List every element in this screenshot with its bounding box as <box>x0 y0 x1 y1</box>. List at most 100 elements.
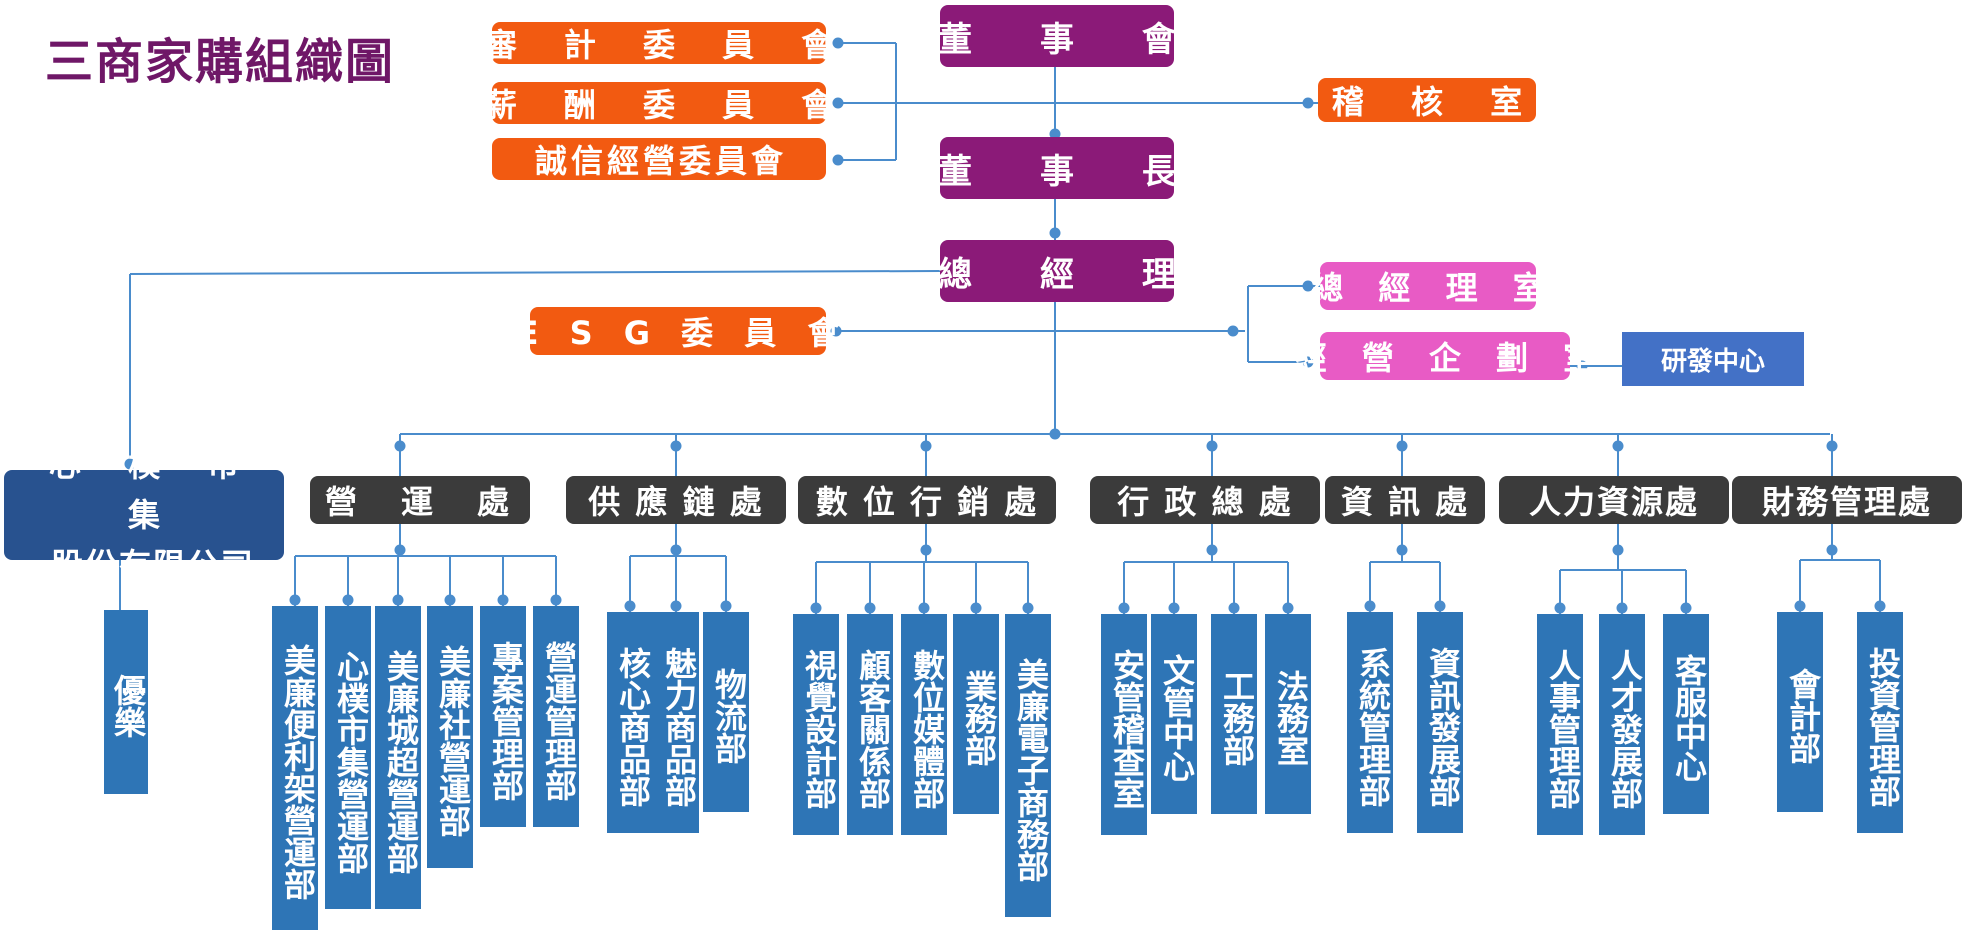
connector-dot <box>670 440 682 452</box>
connector-dot <box>1396 440 1408 452</box>
unit-box: 數位媒體部 <box>901 614 947 835</box>
connector-dot <box>289 594 301 606</box>
connector-dot <box>1794 600 1806 612</box>
connector-dot <box>124 458 136 470</box>
connector-dot <box>444 594 456 606</box>
connector-dot <box>497 594 509 606</box>
connector-dot <box>394 440 406 452</box>
unit-box: 美廉城超營運部 <box>375 606 421 909</box>
board-box: 董 事 會 <box>938 5 1176 67</box>
connector-dot <box>1434 600 1446 612</box>
connector-dot <box>830 325 842 337</box>
connector-dot <box>670 544 682 556</box>
connector-dot <box>918 602 930 614</box>
division-box: 資 訊 處 <box>1325 476 1485 524</box>
connector-dot <box>392 594 404 606</box>
connector-dot <box>1364 600 1376 612</box>
esg-committee-box: E S G 委 員 會 <box>517 307 839 355</box>
unit-box: 顧客關係部 <box>847 614 893 835</box>
division-box: 營 運 處 <box>310 476 530 524</box>
unit-box: 美廉電子商務部 <box>1005 614 1051 917</box>
connector-dot <box>1612 544 1624 556</box>
unit-box: 客服中心 <box>1663 614 1709 814</box>
connector-dot <box>1228 602 1240 614</box>
unit-box: 系統管理部 <box>1347 612 1393 833</box>
connector-dot <box>1206 544 1218 556</box>
subsidiary-name-line1: 心 樸 市 集 <box>48 446 258 534</box>
connector-dot <box>624 600 636 612</box>
connector-dot <box>1302 97 1314 109</box>
division-box: 數 位 行 銷 處 <box>798 476 1056 524</box>
connector-dot <box>670 600 682 612</box>
division-box: 人力資源處 <box>1499 476 1729 524</box>
unit-box: 法務室 <box>1265 614 1311 814</box>
audit-office-box: 稽 核 室 <box>1318 78 1536 122</box>
unit-box: 營運管理部 <box>533 606 579 827</box>
connector-dot <box>920 440 932 452</box>
unit-box: 文管中心 <box>1151 614 1197 814</box>
unit-box: 工務部 <box>1211 614 1257 814</box>
connector-dot <box>810 602 822 614</box>
rd-center-box: 研發中心 <box>1622 332 1804 386</box>
unit-box: 核心商品部 <box>607 612 653 833</box>
division-box: 供 應 鏈 處 <box>566 476 786 524</box>
chart-title: 三商家購組織圖 <box>45 34 396 90</box>
connector-dot <box>394 544 406 556</box>
chairman-box: 董 事 長 <box>938 137 1176 199</box>
connector-dot <box>1118 602 1130 614</box>
connector-dot <box>550 594 562 606</box>
connector-dot <box>1227 325 1239 337</box>
connector-dot <box>1302 280 1314 292</box>
connector-dot <box>1616 602 1628 614</box>
connector-dot <box>1168 602 1180 614</box>
connector-dot <box>1826 440 1838 452</box>
connector-dot <box>1826 544 1838 556</box>
connector-line <box>129 270 941 275</box>
unit-box: 視覺設計部 <box>793 614 839 835</box>
connector-dot <box>920 544 932 556</box>
gm-box: 總 經 理 <box>938 240 1176 302</box>
connector-dot <box>832 37 844 49</box>
unit-box: 魅力商品部 <box>653 612 699 833</box>
unit-box: 人才發展部 <box>1599 614 1645 835</box>
unit-box: 資訊發展部 <box>1417 612 1463 833</box>
planning-office-box: 經 營 企 劃 室 <box>1295 332 1595 380</box>
audit-committee-box: 審 計 委 員 會 <box>485 22 833 64</box>
unit-box: 美廉便利架營運部 <box>272 606 318 930</box>
unit-box: 投資管理部 <box>1857 612 1903 833</box>
connector-dot <box>864 602 876 614</box>
unit-box: 人事管理部 <box>1537 614 1583 835</box>
connector-dot <box>1554 602 1566 614</box>
connector-dot <box>1396 544 1408 556</box>
gm-office-box: 總 經 理 室 <box>1311 262 1545 310</box>
integrity-committee-box: 誠信經營委員會 <box>492 138 826 180</box>
connector-dot <box>1302 356 1314 368</box>
connector-dot <box>1022 602 1034 614</box>
connector-dot <box>1049 128 1061 140</box>
unit-box: 業務部 <box>953 614 999 814</box>
connector-dot <box>832 97 844 109</box>
connector-dot <box>832 154 844 166</box>
unit-box: 心樸市集營運部 <box>325 606 371 909</box>
connector-dot <box>1282 602 1294 614</box>
division-box: 行 政 總 處 <box>1090 476 1320 524</box>
connector-dot <box>1206 440 1218 452</box>
connector-dot <box>1612 440 1624 452</box>
connector-dot <box>1049 227 1061 239</box>
connector-dot <box>1680 602 1692 614</box>
subsidiary-name-line2: 股份有限公司 <box>50 546 255 584</box>
division-box: 財務管理處 <box>1732 476 1962 524</box>
subsidiary-brand-box: 優樂Yolé <box>68 610 148 794</box>
compensation-committee-box: 薪 酬 委 員 會 <box>485 82 833 124</box>
connector-dot <box>720 600 732 612</box>
unit-box: 安管稽查室 <box>1101 614 1147 835</box>
connector-dot <box>1049 428 1061 440</box>
connector-dot <box>342 594 354 606</box>
connector-dot <box>970 602 982 614</box>
unit-box: 會計部 <box>1777 612 1823 812</box>
connector-dot <box>1874 600 1886 612</box>
unit-box: 專案管理部 <box>480 606 526 827</box>
unit-box: 物流部 <box>703 612 749 812</box>
